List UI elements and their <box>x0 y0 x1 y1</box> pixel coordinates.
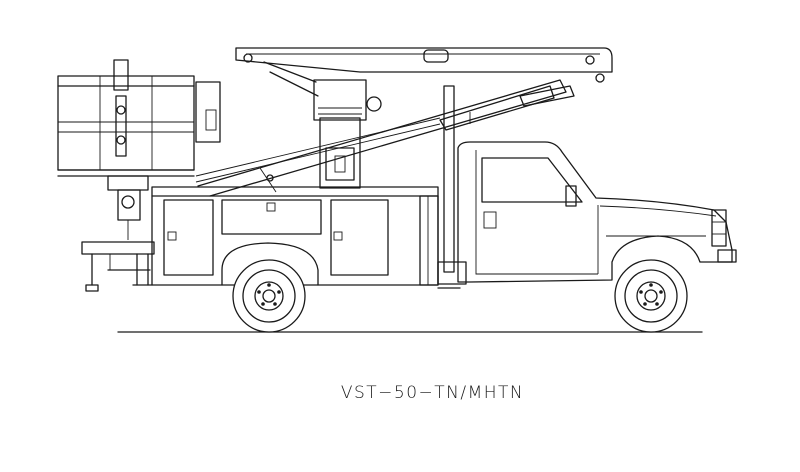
aerial-bucket <box>57 59 221 177</box>
boom-pedestal <box>313 79 382 189</box>
rear-outrigger <box>81 241 155 292</box>
rear-wheel <box>232 259 306 333</box>
model-designation: VST−50−TN/MHTN <box>340 383 525 403</box>
platform-rotator <box>107 175 149 240</box>
truck-cab <box>437 141 737 285</box>
hydraulic-lines <box>195 117 441 183</box>
utility-body <box>151 186 439 286</box>
front-wheel <box>614 259 688 333</box>
upper-boom <box>235 47 613 289</box>
